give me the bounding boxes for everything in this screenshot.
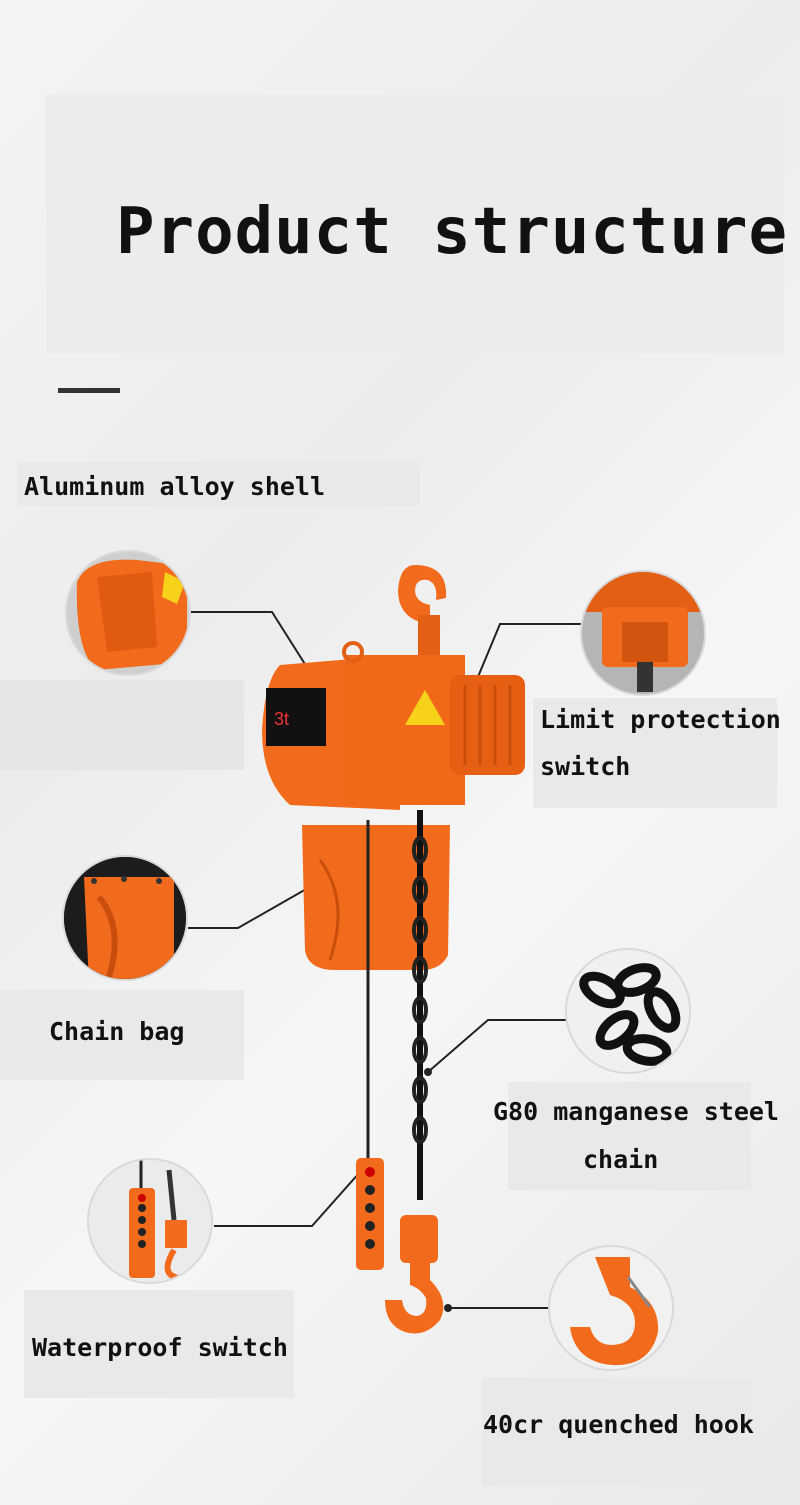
title-underline xyxy=(58,388,120,393)
chain-detail-image xyxy=(565,948,691,1074)
aluminum-label: Aluminum alloy shell xyxy=(24,472,326,501)
waterproof-switch-detail-image xyxy=(87,1158,213,1284)
left-panel-1 xyxy=(0,680,244,770)
chain-bag-label: Chain bag xyxy=(49,1017,185,1046)
title-panel: Product structure xyxy=(46,95,787,353)
waterproof-label: Waterproof switch xyxy=(32,1333,288,1362)
chain-panel xyxy=(508,1082,751,1190)
limit-panel xyxy=(533,698,777,808)
chain-bag-detail-image xyxy=(62,855,188,981)
capacity-label: 3t xyxy=(274,709,289,729)
waterproof-panel xyxy=(24,1290,294,1398)
shell-detail-image xyxy=(65,550,191,676)
chain-label-2: chain xyxy=(583,1145,659,1174)
hoist-illustration: 3t xyxy=(262,565,525,1334)
chain-bag-panel xyxy=(0,990,244,1080)
chain-label-1: G80 manganese steel xyxy=(493,1097,779,1126)
hook-label: 40cr quenched hook xyxy=(483,1410,754,1439)
limit-label-2: switch xyxy=(540,752,631,781)
limit-label-1: Limit protection xyxy=(540,705,781,734)
hook-panel xyxy=(482,1378,752,1486)
page-title: Product structure xyxy=(116,195,789,269)
aluminum-panel xyxy=(18,462,420,506)
limit-switch-detail-image xyxy=(580,570,706,696)
hook-detail-image xyxy=(548,1245,674,1371)
